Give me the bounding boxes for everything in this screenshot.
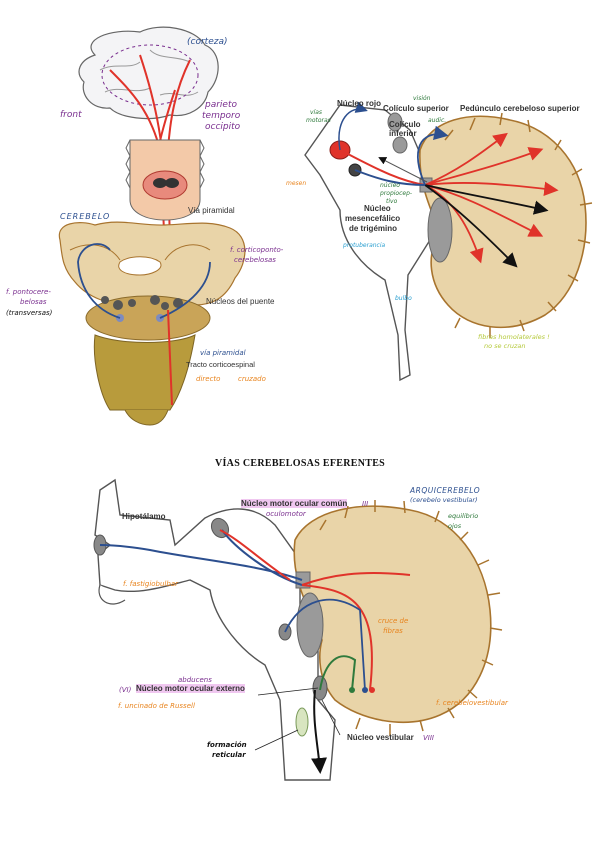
label-bulbo: bulbo — [395, 295, 412, 302]
label-formacion-1: formación — [207, 741, 247, 749]
label-nucleo-vestibular: Núcleo vestibular — [347, 733, 414, 742]
label-uncinado: f. uncinado de Russell — [118, 702, 195, 710]
label-cruce: cruce de — [378, 617, 409, 625]
label-arqui-1: ARQUICEREBELO — [410, 486, 481, 495]
label-abducens: abducens — [178, 676, 212, 684]
label-fibras-1: fibras homolaterales ! — [478, 333, 550, 341]
label-fibras-bottom: fibras — [383, 627, 403, 635]
label-fasciculo: f. fastigiobulbar — [123, 580, 178, 588]
label-nmoc-num: III — [362, 500, 369, 508]
label-directo: directo — [196, 375, 221, 383]
label-mesencefalico-2: mesencefálico — [345, 214, 401, 223]
label-equilibrio: equilibrio — [448, 512, 479, 520]
label-fibras-2: no se cruzan — [484, 342, 526, 350]
label-transversas: (transversas) — [6, 309, 53, 317]
brainstem-sagittal-bottom — [94, 478, 336, 781]
label-nucleo-small-1: núcleo — [380, 182, 400, 189]
label-formacion-2: reticular — [212, 751, 246, 759]
label-occipito: occipito — [205, 122, 241, 132]
label-nv-num: VIII — [423, 734, 434, 742]
label-nucleo-small-2: propiocep- — [380, 190, 413, 197]
label-nmoc-sub: oculomotor — [266, 510, 306, 518]
label-mesencefalico-1: Núcleo — [364, 204, 391, 213]
label-mesencefalico-3: de trigémino — [349, 224, 398, 233]
label-cruzado: cruzado — [238, 375, 266, 383]
label-arqui-2: (cerebelo vestibular) — [410, 496, 478, 504]
label-corticoponto-2: cerebelosas — [234, 256, 276, 264]
label-corteza: (corteza) — [187, 37, 228, 47]
label-audicion: audic. — [428, 117, 447, 124]
label-hipotalamo: Hipotálamo — [122, 512, 166, 521]
label-nmoe: Núcleo motor ocular externo — [136, 684, 245, 693]
label-corticoponto-1: f. corticoponto- — [230, 246, 284, 254]
label-colic-inf-2: inferior — [389, 129, 417, 138]
label-ojos: ojos — [448, 522, 462, 530]
label-vias-motoras-1: vías — [310, 109, 323, 116]
page-title: VÍAS CEREBELOSAS EFERENTES — [214, 458, 386, 469]
label-nucleo-rojo: Núcleo rojo — [337, 99, 382, 108]
label-colic-sup: Colículo superior — [383, 104, 449, 113]
label-nucleos-puente: Núcleos del puente — [206, 297, 275, 306]
label-mesen: mesen — [286, 180, 307, 187]
bottom-figure — [93, 478, 503, 781]
label-pontocere-2: belosas — [20, 298, 47, 306]
label-temporo: temporo — [202, 111, 241, 121]
label-via-piramidal: Vía piramidal — [188, 206, 235, 215]
label-frontal: front — [60, 110, 82, 120]
label-nmoe-num: (VI) — [119, 686, 132, 694]
label-vision: visión — [413, 95, 431, 102]
label-nmoc: Núcleo motor ocular común — [241, 499, 348, 508]
label-colic-inf-1: Colículo — [389, 120, 421, 129]
label-vias-motoras-2: motoras — [306, 117, 331, 124]
label-protuberancia: protuberancia — [343, 242, 386, 249]
label-tracto-corticoespinal: Tracto corticoespinal — [186, 360, 255, 369]
top-left-figure — [58, 26, 246, 426]
label-via-piramidal-hw: vía piramidal — [200, 349, 246, 357]
brain-outline — [78, 26, 219, 120]
label-pedunculo: Pedúnculo cerebeloso superior — [460, 104, 580, 113]
label-pontocere-1: f. pontocere- — [6, 288, 51, 296]
brainstem-top-left — [93, 334, 196, 411]
label-cerebelo: CEREBELO — [60, 212, 111, 221]
label-nucleo-small-3: tivo — [386, 198, 398, 205]
top-right-figure — [304, 101, 593, 382]
label-cerebelovestibular: f. cerebelovestibular — [436, 699, 508, 707]
label-parieto: parieto — [205, 100, 238, 110]
